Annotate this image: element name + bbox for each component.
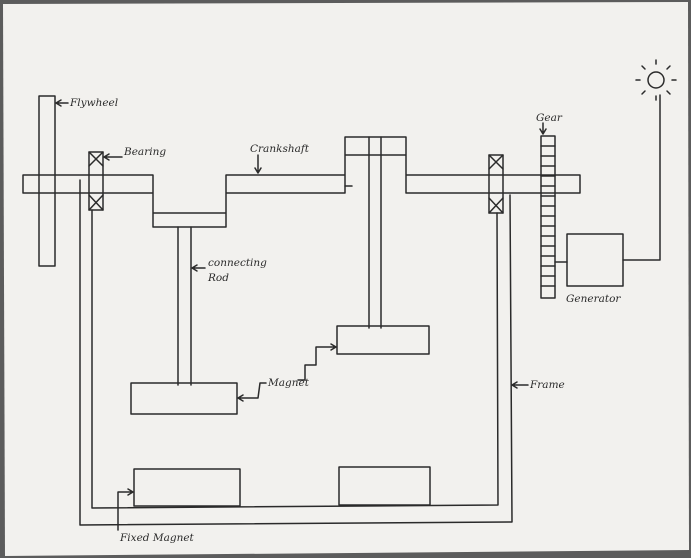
label-gear: Gear [536,112,563,124]
connecting-rod-left [177,226,192,386]
leader-lines [55,99,547,531]
lamp-icon [635,59,677,101]
flywheel [38,95,56,267]
label-generator: Generator [566,293,621,305]
label-rod: Rod [207,272,229,284]
fixed-magnet-left [133,468,241,507]
paper-sheet [3,2,689,556]
frame-outer [79,179,513,526]
connecting-rod-right [368,136,382,329]
bearing-right [488,154,504,214]
lamp-wire [622,94,661,261]
frame-inner [91,209,499,509]
label-fixed-magnet: Fixed Magnet [119,532,195,544]
label-bearing: Bearing [123,146,166,158]
label-flywheel: Flywheel [69,97,118,109]
label-connecting: connecting [208,257,267,269]
gear-rack [540,135,568,299]
bearing-left [88,151,104,211]
label-crankshaft: Crankshaft [250,143,310,155]
label-magnet: Magnet [267,377,310,389]
fixed-magnet-right [338,466,431,506]
label-frame: Frame [529,379,565,391]
magnet-left [130,382,238,415]
magnet-right [336,325,430,355]
